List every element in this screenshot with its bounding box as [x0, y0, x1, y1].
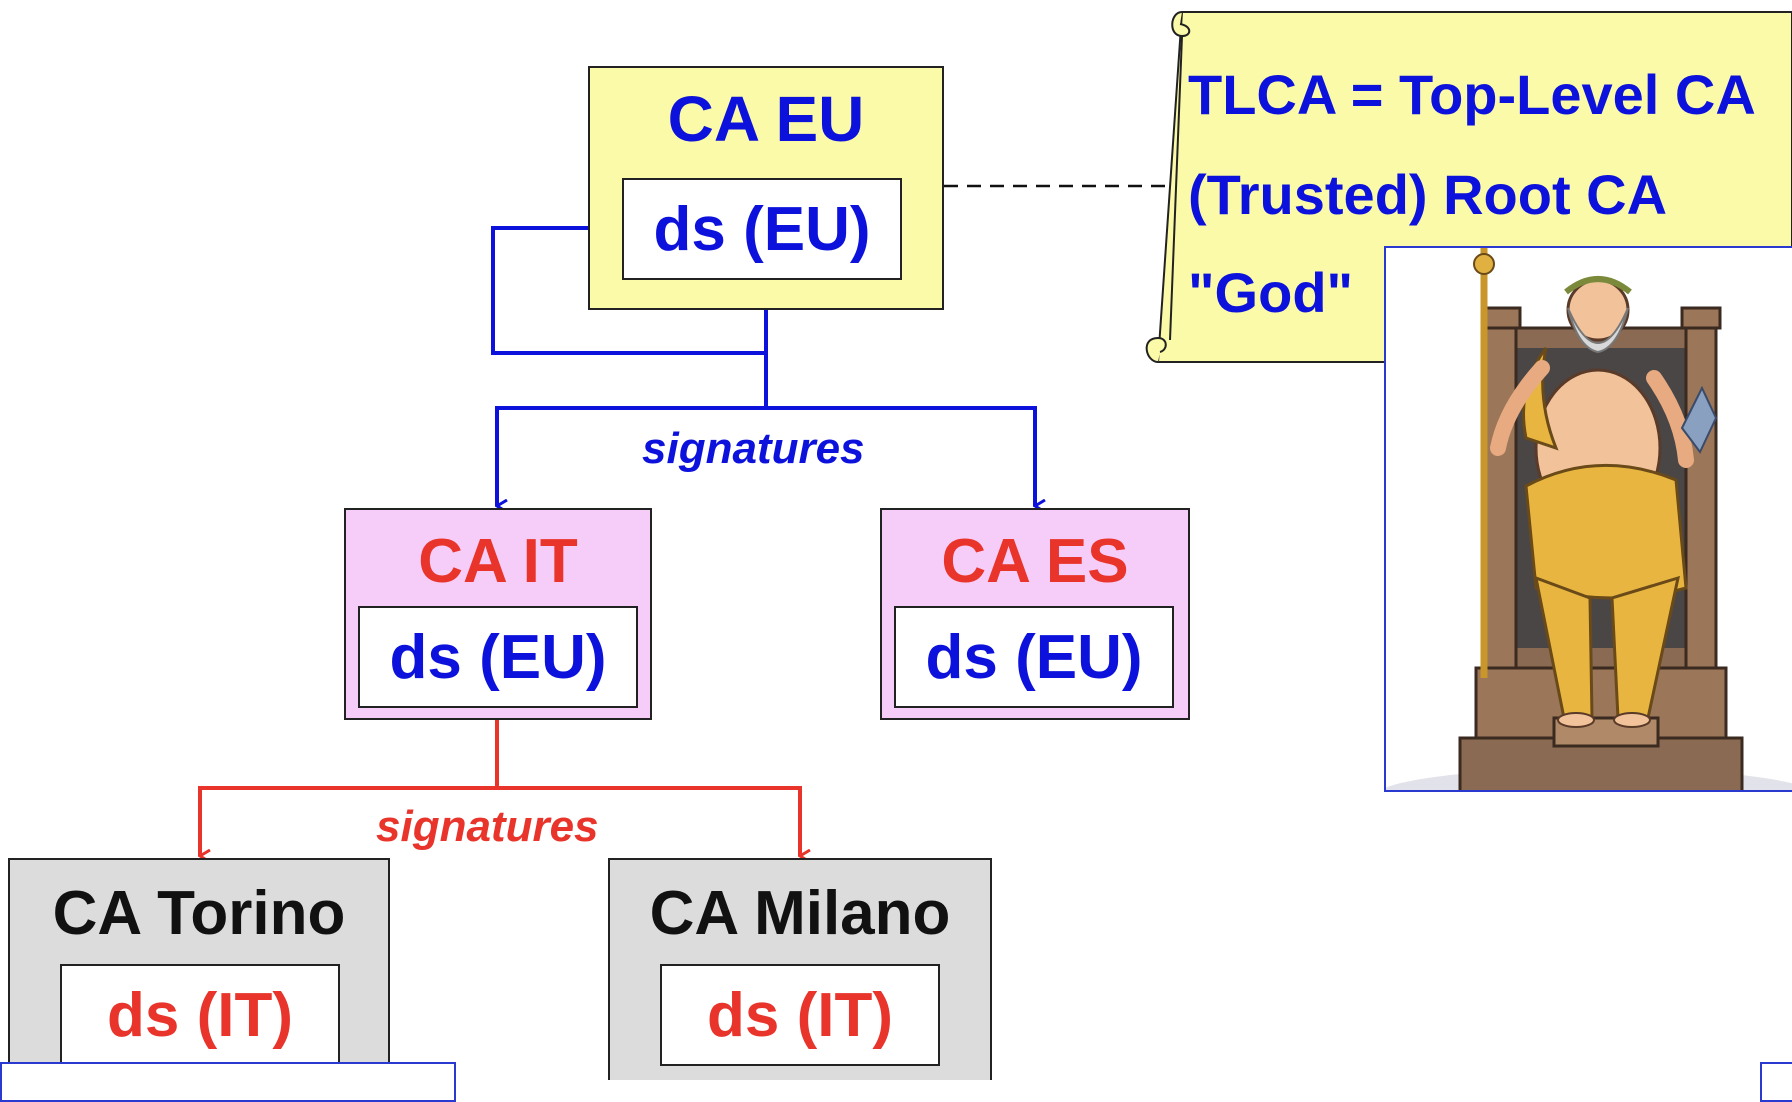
zeus-on-throne-icon: [1386, 248, 1792, 790]
edge-label-eu-signatures: signatures: [642, 424, 865, 473]
node-ca-torino: CA Torino ds (IT): [8, 858, 390, 1080]
node-ca-es-title: CA ES: [941, 527, 1129, 596]
self-signature-loop: [491, 228, 768, 355]
note-line-3: "God": [1188, 261, 1354, 324]
node-ca-es: CA ES ds (EU): [880, 508, 1190, 720]
node-ca-torino-cert: ds (IT): [60, 964, 340, 1066]
edge-it-to-milano: [497, 786, 800, 856]
node-ca-milano-title: CA Milano: [649, 879, 951, 948]
bottom-right-frame: [1760, 1062, 1792, 1102]
node-ca-it-cert: ds (EU): [358, 606, 638, 708]
note-line-2: (Trusted) Root CA: [1188, 163, 1668, 226]
edge-it-to-torino: [198, 720, 499, 856]
node-ca-it-title: CA IT: [418, 527, 578, 596]
note-line-1: TLCA = Top-Level CA: [1188, 63, 1756, 126]
node-ca-milano-cert: ds (IT): [660, 964, 940, 1066]
node-ca-torino-title: CA Torino: [52, 879, 346, 948]
node-ca-it: CA IT ds (EU): [344, 508, 652, 720]
edge-eu-to-it: [495, 353, 768, 506]
node-ca-eu: CA EU ds (EU): [588, 66, 944, 310]
edge-label-it-signatures: signatures: [376, 802, 599, 851]
zeus-illustration-frame: [1384, 246, 1792, 792]
node-ca-milano: CA Milano ds (IT): [608, 858, 992, 1080]
bottom-left-frame: [0, 1062, 456, 1102]
node-ca-eu-cert: ds (EU): [622, 178, 902, 280]
node-ca-es-cert: ds (EU): [894, 606, 1174, 708]
edge-eu-to-es: [766, 406, 1035, 506]
node-ca-eu-title: CA EU: [667, 83, 865, 155]
